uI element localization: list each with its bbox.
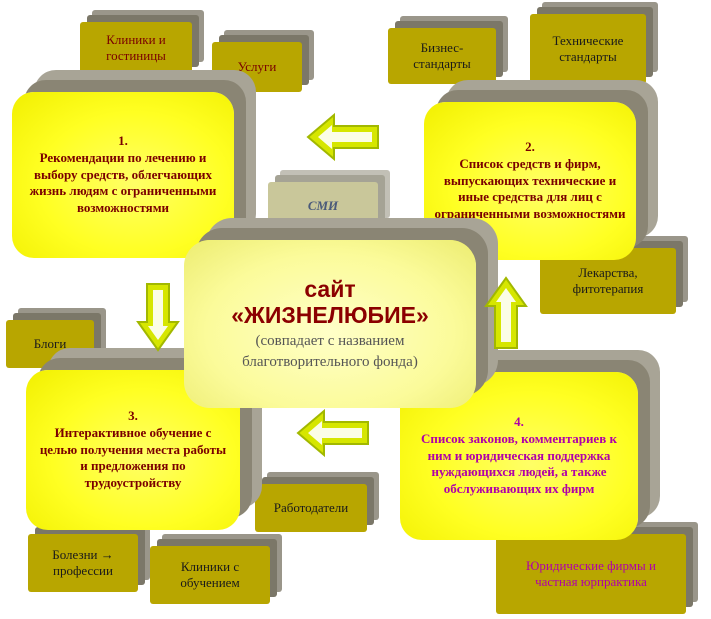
cube-services: Услуги bbox=[212, 42, 302, 92]
cube-diseases-professions: Болезни → профессии bbox=[28, 534, 138, 592]
arrow-left-top-icon bbox=[306, 112, 379, 162]
center-title-line2: «ЖИЗНЕЛЮБИЕ» bbox=[231, 302, 429, 329]
cube-law-firms: Юридические фирмы и частная юрпрактика bbox=[496, 534, 686, 614]
block-2-number: 2. bbox=[525, 138, 535, 154]
cube-business-standards: Бизнес-стандарты bbox=[388, 28, 496, 84]
cube-employers: Работодатели bbox=[255, 484, 367, 532]
cube-medicines-label: Лекарства, фитотерапия bbox=[572, 265, 644, 296]
arrow-down-left-icon bbox=[136, 283, 180, 352]
block-2-text: Список средств и фирм, выпускающих техни… bbox=[434, 155, 626, 222]
block-4-number: 4. bbox=[514, 413, 524, 429]
block-3-number: 3. bbox=[128, 407, 138, 423]
cube-technical-standards-label: Технические стандарты bbox=[552, 33, 624, 64]
block-1-number: 1. bbox=[118, 132, 128, 148]
center-site-block: сайт «ЖИЗНЕЛЮБИЕ» (совпадает с названием… bbox=[184, 240, 476, 408]
cube-media: СМИ bbox=[268, 182, 378, 230]
cube-diseases-professions-label: Болезни → профессии bbox=[52, 547, 114, 578]
cube-law-firms-label: Юридические фирмы и частная юрпрактика bbox=[526, 558, 656, 589]
cube-technical-standards: Технические стандарты bbox=[530, 14, 646, 84]
block-recommendations: 1. Рекомендации по лечению и выбору сред… bbox=[12, 92, 234, 258]
cube-employers-label: Работодатели bbox=[273, 500, 349, 516]
cube-blogs: Блоги bbox=[6, 320, 94, 368]
cube-blogs-label: Блоги bbox=[33, 336, 67, 352]
cube-services-label: Услуги bbox=[237, 59, 277, 75]
block-4-text: Список законов, комментариев к ним и юри… bbox=[421, 430, 617, 497]
block-1-text: Рекомендации по лечению и выбору средств… bbox=[29, 149, 217, 216]
center-subtitle-line2: благотворительного фонда) bbox=[242, 354, 418, 371]
cube-media-label: СМИ bbox=[307, 198, 339, 214]
cube-business-standards-label: Бизнес-стандарты bbox=[413, 40, 471, 71]
cube-clinics-training-label: Клиники с обучением bbox=[180, 559, 240, 590]
center-title-line1: сайт bbox=[304, 275, 356, 302]
arrow-up-right-icon bbox=[484, 276, 528, 349]
cube-clinics-training: Клиники с обучением bbox=[150, 546, 270, 604]
block-equipment-list: 2. Список средств и фирм, выпускающих те… bbox=[424, 102, 636, 260]
cube-clinics-hotels: Клиники и гостиницы bbox=[80, 22, 192, 74]
arrow-left-bottom-icon bbox=[296, 408, 369, 458]
cube-clinics-hotels-label: Клиники и гостиницы bbox=[106, 32, 166, 63]
block-3-text: Интерактивное обучение с целью получения… bbox=[39, 424, 227, 491]
center-subtitle-line1: (совпадает с названием bbox=[255, 332, 405, 349]
